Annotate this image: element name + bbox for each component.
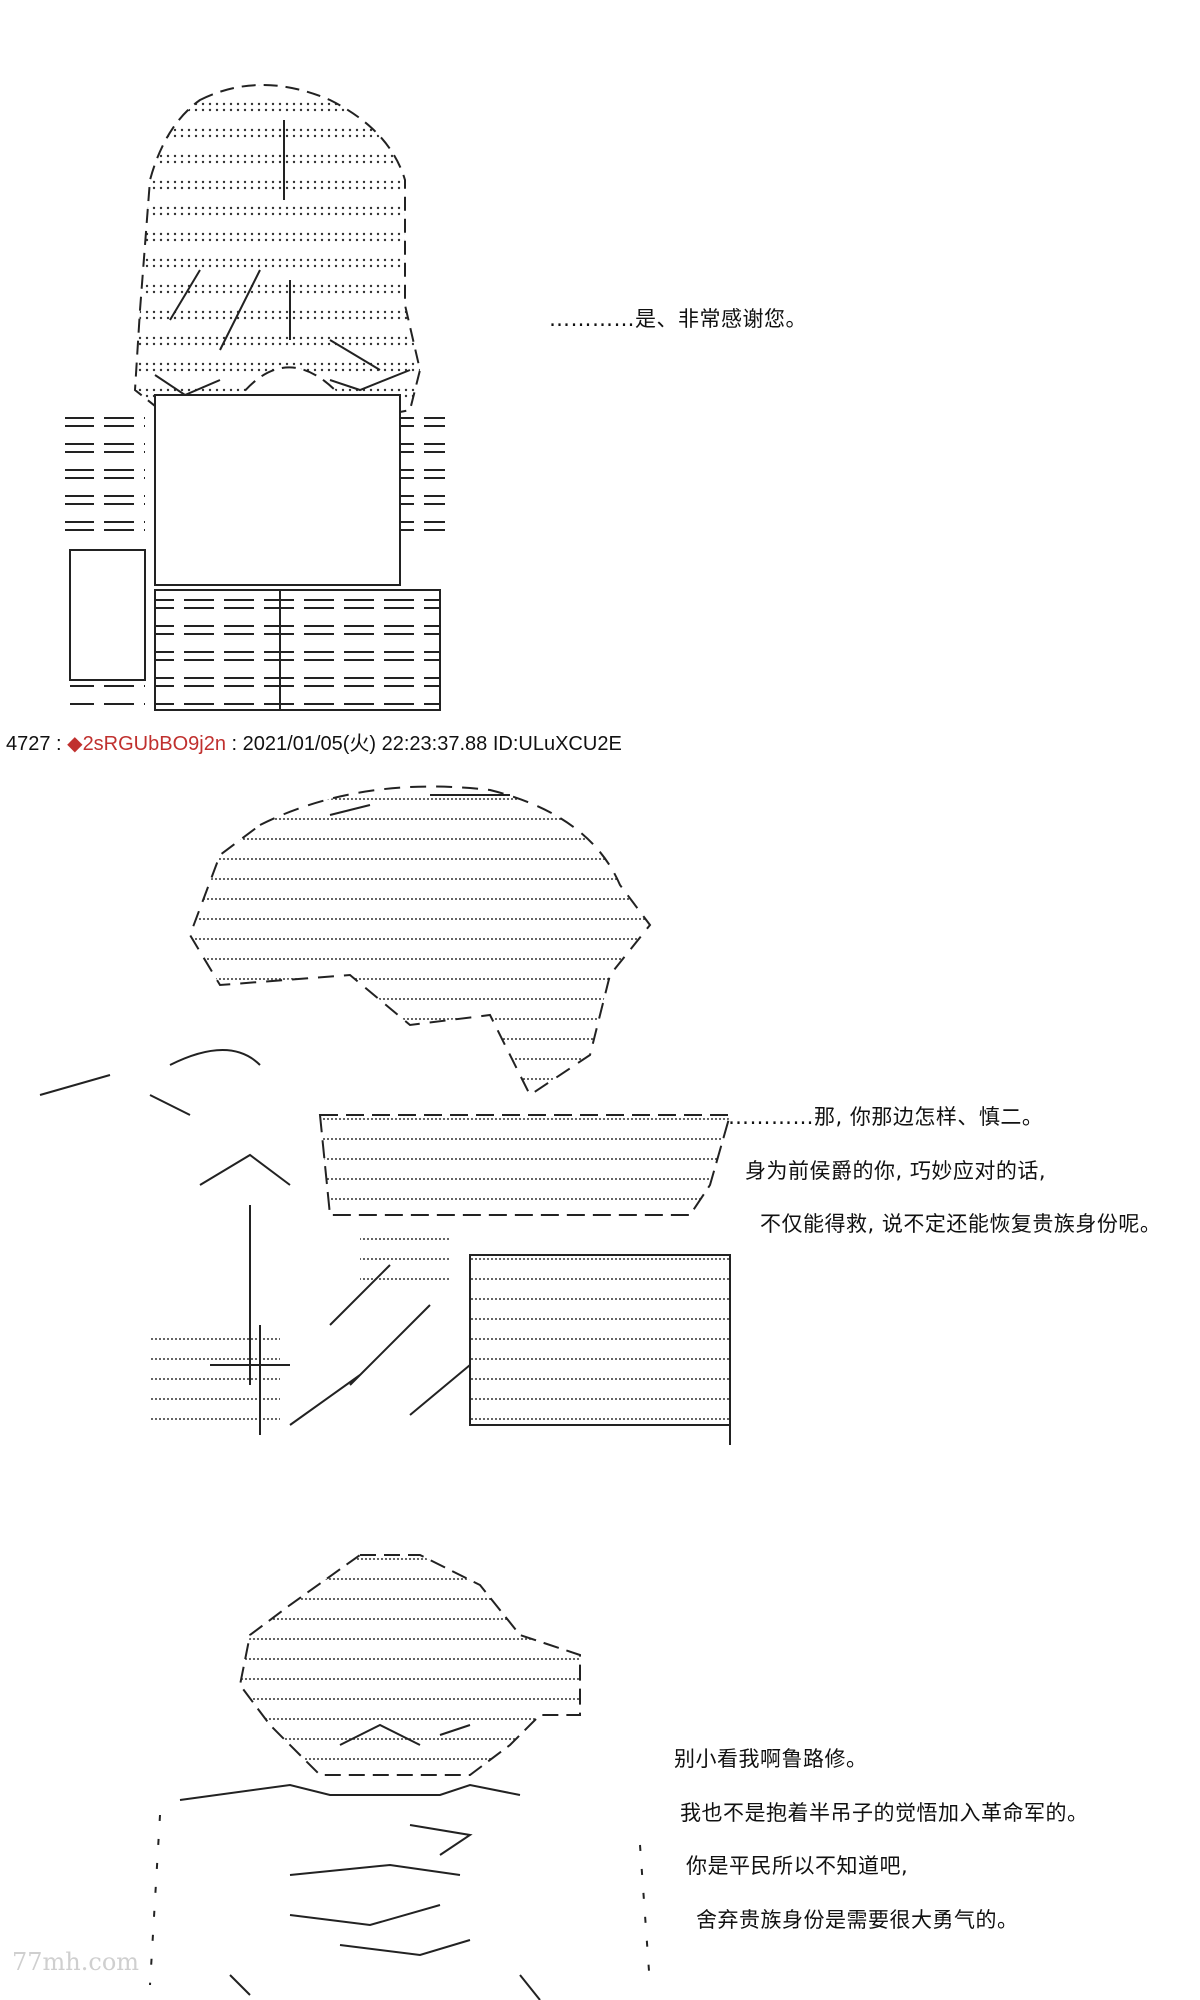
watermark: 77mh.com bbox=[12, 1948, 140, 1976]
trip-diamond-icon: ◆ bbox=[67, 733, 83, 755]
dialogue-line: 你是平民所以不知道吧, bbox=[686, 1854, 909, 1878]
dialogue-line: 不仅能得救, 说不定还能恢复贵族身份呢。 bbox=[760, 1212, 1162, 1236]
separator: : bbox=[50, 733, 68, 755]
ascii-art-figure-1 bbox=[65, 84, 445, 711]
post-datetime: 2021/01/05(火) 22:23:37.88 bbox=[242, 733, 488, 755]
post-header: 4727 : ◆2sRGUbBO9j2n : 2021/01/05(火) 22:… bbox=[6, 727, 622, 756]
dialogue-line: …………是、非常感谢您。 bbox=[549, 307, 807, 331]
poster-id[interactable]: ID:ULuXCU2E bbox=[492, 733, 622, 755]
ascii-art-figure-3 bbox=[149, 1554, 651, 2000]
dialogue-line: 身为前侯爵的你, 巧妙应对的话, bbox=[745, 1159, 1047, 1183]
poster-tripcode[interactable]: 2sRGUbBO9j2n bbox=[82, 733, 226, 755]
ascii-art-figure-2 bbox=[39, 785, 732, 1445]
dialogue-line: …………那, 你那边怎样、慎二。 bbox=[728, 1105, 1044, 1129]
dialogue-line: 我也不是抱着半吊子的觉悟加入革命军的。 bbox=[680, 1801, 1089, 1825]
post-number: 4727 bbox=[6, 733, 51, 755]
dialogue-line: 别小看我啊鲁路修。 bbox=[674, 1747, 868, 1771]
separator: : bbox=[225, 733, 243, 755]
dialogue-line: 舍弃贵族身份是需要很大勇气的。 bbox=[696, 1908, 1019, 1932]
